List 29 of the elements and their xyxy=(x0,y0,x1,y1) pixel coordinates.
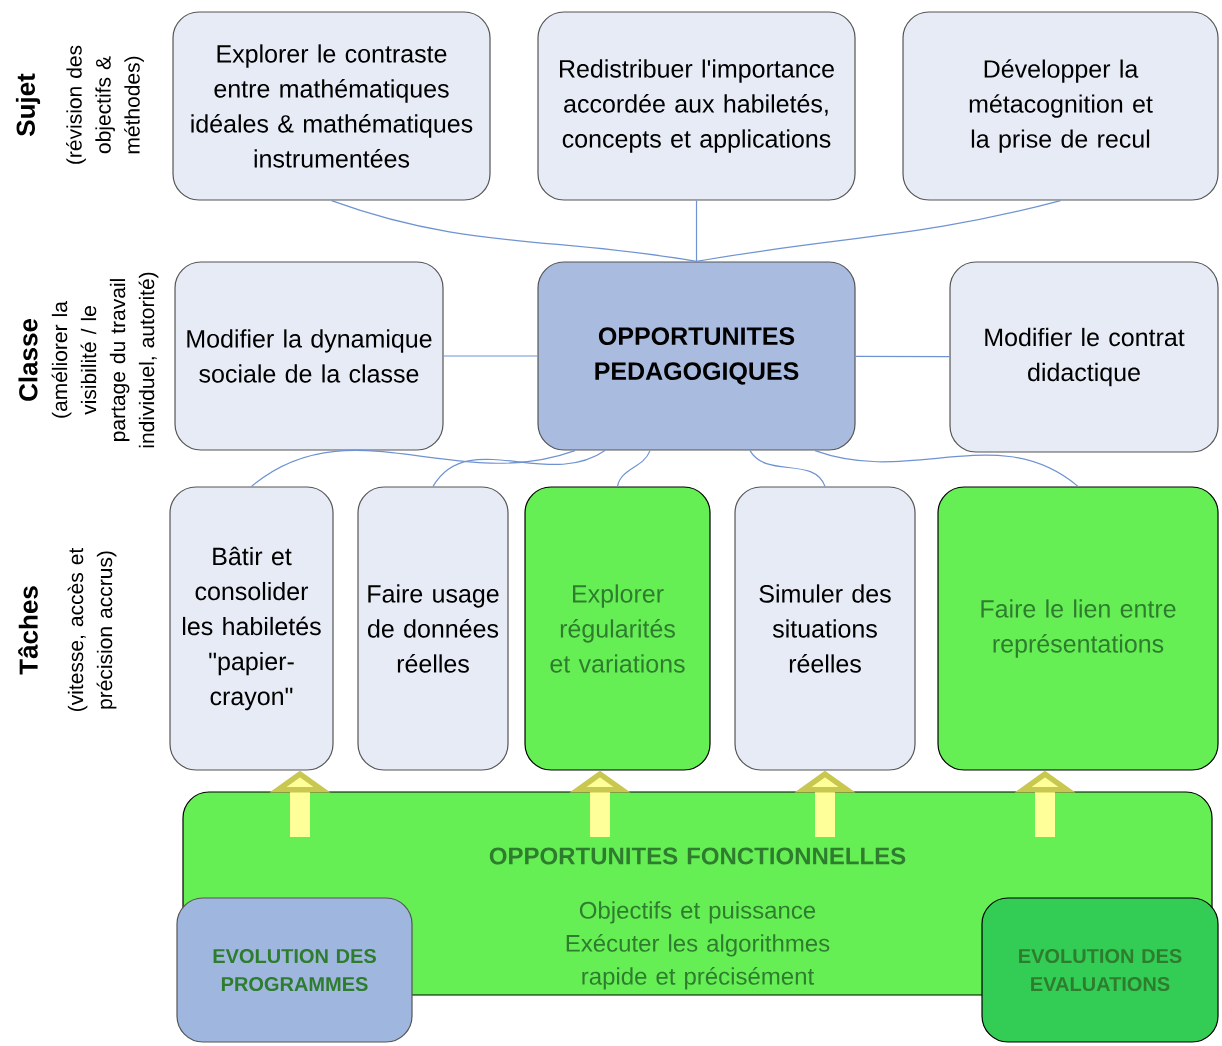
rounded-box: Redistribuer l'importance accordée aux habiletés, concepts et applications xyxy=(537,11,856,201)
row-heading: Tâches xyxy=(18,586,38,675)
row-heading: Sujet xyxy=(15,73,41,137)
connector-line xyxy=(695,200,698,262)
connector-line xyxy=(855,355,950,358)
hub-box: OPPORTUNITES PEDAGOGIQUES xyxy=(537,261,856,451)
rounded-box: Bâtir et consolider les habiletés "papier-crayon" xyxy=(169,486,334,771)
rounded-box: Simuler des situations réelles xyxy=(734,486,916,771)
rounded-box: Faire le lien entre représentations xyxy=(937,486,1219,771)
rounded-box: EVOLUTION DES EVALUATIONS xyxy=(981,897,1219,1043)
connector-line xyxy=(695,200,1062,262)
connector-line xyxy=(749,450,826,487)
rounded-box: EVOLUTION DES PROGRAMMES xyxy=(176,897,413,1043)
rounded-box: Modifier la dynamique sociale de la classe xyxy=(174,261,444,451)
row-description: (améliorer la visibilité / le partage du travail individuel, autorité) xyxy=(51,272,159,448)
row-description: (vitesse, accès et précision accrus) xyxy=(67,547,117,711)
connector-line xyxy=(443,355,538,357)
rounded-box: Faire usage de données réelles xyxy=(357,486,509,771)
connector-line xyxy=(250,449,576,487)
connector-line xyxy=(432,450,606,487)
row-heading: Classe xyxy=(18,319,38,401)
rounded-box: Explorer le contraste entre mathématiques idéales & mathématiques instrumentées xyxy=(172,11,491,201)
rounded-box: Développer la métacognition et la prise de recul xyxy=(902,11,1219,201)
rounded-box: Explorer régularités et variations xyxy=(524,486,711,771)
row-description: (révision des objectifs & méthodes) xyxy=(66,45,144,164)
rounded-box: Modifier le contrat didactique xyxy=(949,261,1219,453)
connector-line xyxy=(616,450,651,487)
connector-line xyxy=(330,200,698,262)
connector-line xyxy=(814,450,1079,487)
